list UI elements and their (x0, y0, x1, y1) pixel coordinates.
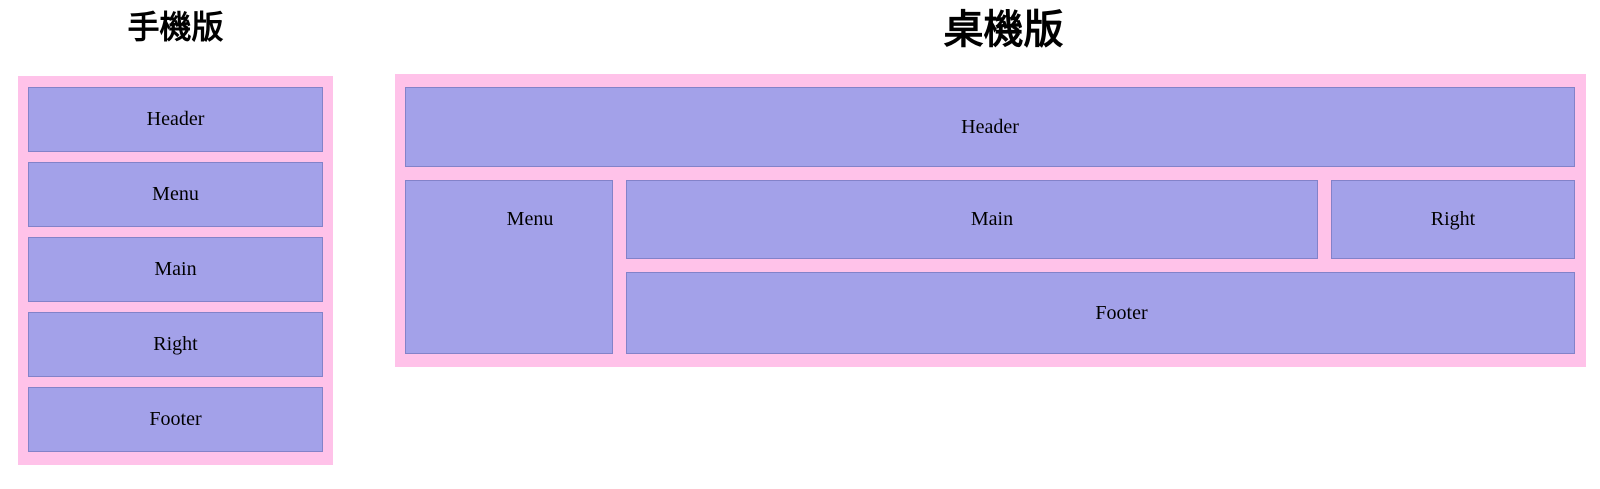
mobile-footer-box: Footer (28, 387, 323, 452)
mobile-layout-container: Header Menu Main Right Footer (18, 76, 333, 465)
mobile-header-label: Header (146, 108, 205, 130)
mobile-main-box: Main (28, 237, 323, 302)
desktop-footer-label: Footer (1095, 301, 1148, 324)
mobile-panel-title: 手機版 (127, 9, 224, 45)
desktop-menu-box: Menu (405, 180, 613, 354)
mobile-header-box: Header (28, 87, 323, 152)
desktop-main-label: Main (970, 208, 1014, 230)
desktop-right-label: Right (1430, 208, 1476, 230)
mobile-main-label: Main (154, 258, 197, 280)
mobile-right-label: Right (153, 333, 198, 355)
mobile-menu-box: Menu (28, 162, 323, 227)
desktop-main-box: Main (626, 180, 1318, 259)
mobile-right-box: Right (28, 312, 323, 377)
mobile-menu-label: Menu (152, 183, 199, 205)
desktop-layout-container: Header Menu Main Right Footer (395, 74, 1586, 367)
desktop-menu-label: Menu (506, 208, 554, 230)
desktop-header-box: Header (405, 87, 1575, 167)
desktop-footer-box: Footer (626, 272, 1575, 354)
desktop-right-box: Right (1331, 180, 1575, 259)
mobile-footer-label: Footer (149, 408, 202, 430)
desktop-header-label: Header (961, 115, 1019, 138)
desktop-panel-title: 桌機版 (943, 8, 1064, 52)
